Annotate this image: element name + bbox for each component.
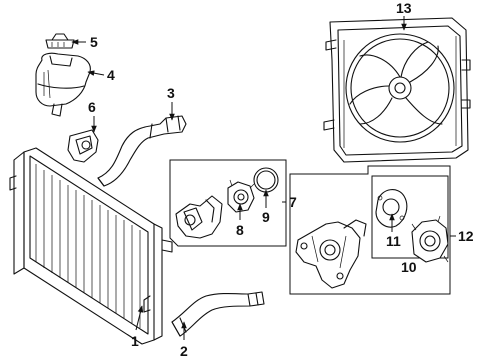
- callout-labels: 5 4 6 3 13 1 2 8 9 7 11 10 12: [88, 0, 474, 359]
- water-pump-housing: [295, 219, 367, 289]
- coolant-reservoir: [35, 52, 91, 117]
- callout-5: 5: [90, 34, 98, 50]
- callout-13: 13: [396, 0, 412, 16]
- callout-9: 9: [262, 209, 270, 225]
- callout-10: 10: [401, 259, 417, 275]
- callout-1: 1: [131, 333, 139, 349]
- lower-radiator-hose: [171, 291, 265, 337]
- assembly-box-7: [169, 159, 287, 247]
- coolant-outlet: [67, 129, 99, 163]
- thermostat-seal: [253, 167, 279, 193]
- callout-6: 6: [88, 99, 96, 115]
- callout-4: 4: [107, 67, 115, 83]
- callout-2: 2: [180, 343, 188, 359]
- leader-lines: [71, 16, 456, 340]
- assembly-box-12: [289, 165, 451, 295]
- reservoir-cap: [45, 33, 75, 49]
- assembly-box-10: [371, 175, 449, 259]
- callout-8: 8: [236, 222, 244, 238]
- callout-12: 12: [458, 228, 474, 244]
- thermostat: [227, 179, 255, 213]
- water-pump: [411, 215, 449, 263]
- fan-shroud-assembly: [323, 17, 471, 163]
- callout-7: 7: [289, 194, 297, 210]
- water-pump-gasket: [375, 189, 408, 228]
- water-outlet-housing: [175, 195, 223, 239]
- upper-radiator-hose: [97, 115, 187, 187]
- callout-3: 3: [167, 85, 175, 101]
- callout-11: 11: [386, 233, 401, 249]
- radiator: [9, 147, 173, 345]
